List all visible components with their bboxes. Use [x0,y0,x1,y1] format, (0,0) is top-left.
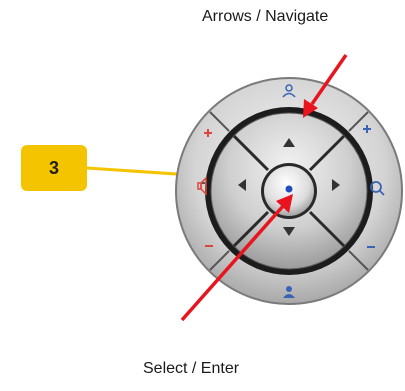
step-number-badge: 3 [21,145,87,191]
select-dot-icon [285,185,293,193]
magnifier-icon[interactable] [370,181,385,196]
outer-dividers [202,111,369,271]
left-arrow-icon[interactable] [238,179,246,191]
navigate-caption: Arrows / Navigate [202,8,329,25]
navigate-pointer-arrow [303,54,348,118]
plus-icon-right[interactable] [363,125,371,133]
plus-icon-left[interactable] [204,129,212,137]
speaker-icon[interactable] [197,176,207,196]
person-icon-top[interactable] [282,84,296,98]
up-arrow-icon[interactable] [283,138,295,147]
inner-dividers [232,134,346,248]
person-icon-bottom[interactable] [283,286,295,298]
select-pointer-arrow [180,194,293,322]
right-arrow-icon[interactable] [332,179,340,191]
select-caption: Select / Enter [143,360,240,377]
down-arrow-icon[interactable] [283,227,295,236]
